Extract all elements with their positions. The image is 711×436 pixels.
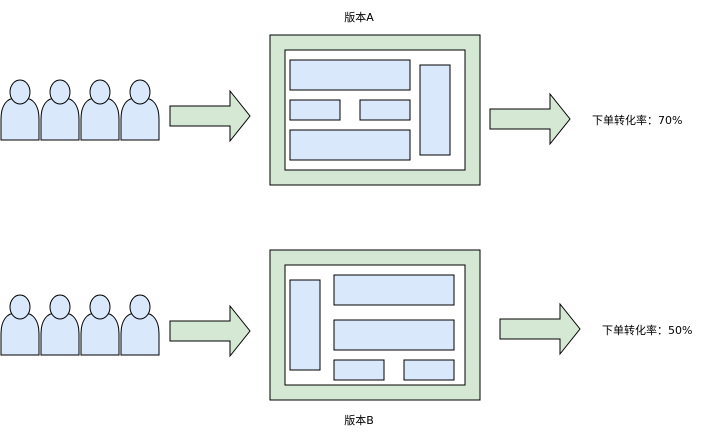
version-b-title: 版本B xyxy=(344,413,374,427)
user-icon xyxy=(40,79,80,141)
content-block xyxy=(403,359,455,381)
users-group-b xyxy=(0,294,160,356)
user-icon xyxy=(0,79,40,141)
content-block xyxy=(333,274,455,306)
content-block xyxy=(289,99,341,121)
content-block xyxy=(333,319,455,351)
conversion-rate-b: 下单转化率：50% xyxy=(602,323,692,337)
version-a-title: 版本A xyxy=(344,10,374,24)
sidebar-block xyxy=(419,64,451,156)
conversion-rate-a: 下单转化率：70% xyxy=(592,113,682,127)
user-icon xyxy=(80,294,120,356)
user-icon xyxy=(40,294,80,356)
user-icon xyxy=(80,79,120,141)
user-icon xyxy=(120,294,160,356)
content-block xyxy=(333,359,385,381)
page-mockup-b xyxy=(269,249,481,401)
users-group-a xyxy=(0,79,160,141)
sidebar-block xyxy=(289,279,321,371)
flow-arrow-out-b xyxy=(499,303,581,355)
flow-arrow-in-b xyxy=(169,305,251,357)
content-block xyxy=(289,129,411,161)
content-block xyxy=(289,59,411,91)
flow-arrow-out-a xyxy=(489,93,571,145)
page-mockup-a xyxy=(269,34,481,186)
content-block xyxy=(359,99,411,121)
user-icon xyxy=(120,79,160,141)
user-icon xyxy=(0,294,40,356)
flow-arrow-in-a xyxy=(169,90,251,142)
